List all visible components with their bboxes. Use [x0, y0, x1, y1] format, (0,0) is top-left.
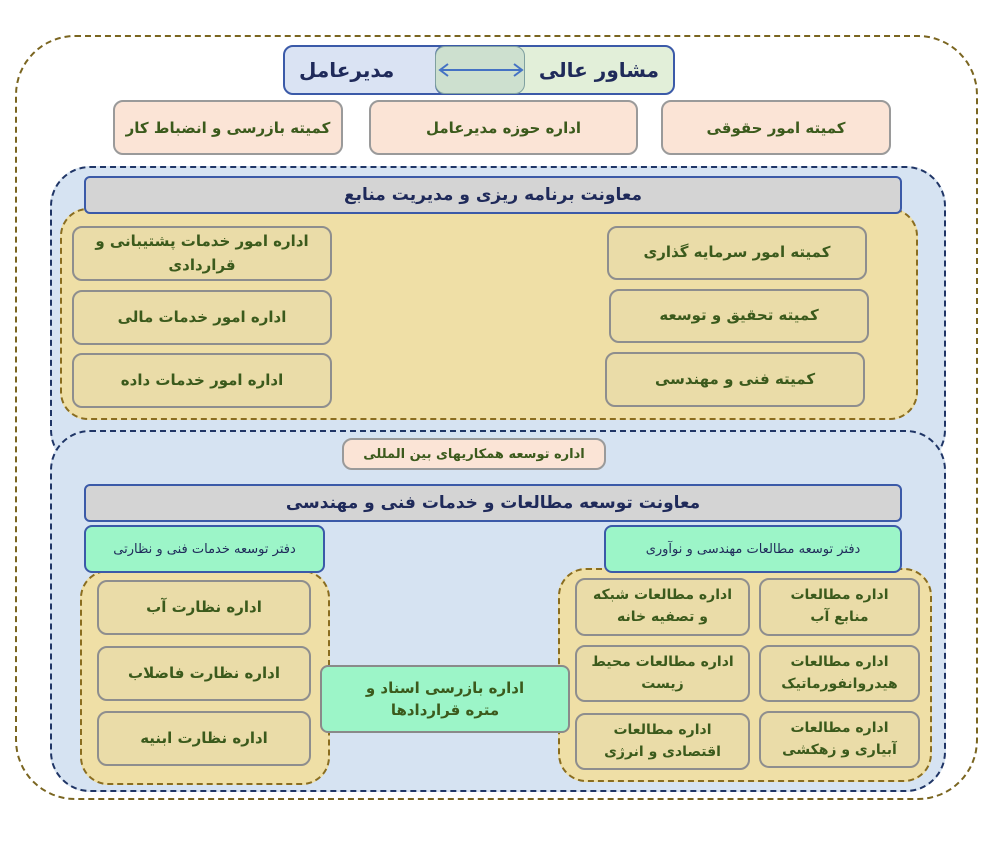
international-office: اداره توسعه همکاریهای بین المللی: [342, 438, 606, 470]
outer-boundary: [15, 35, 978, 800]
left-office: دفتر توسعه خدمات فنی و نظارتی: [84, 525, 325, 573]
planning-right-1: کمیته امور سرمایه گذاری: [607, 226, 867, 280]
advisor-label: مشاور عالی: [538, 58, 659, 82]
studies-right-2: اداره مطالعات هیدروانفورماتیک: [759, 645, 920, 702]
planning-left-2: اداره امور خدمات مالی: [72, 290, 332, 345]
planning-left-1: اداره امور خدمات پشتیبانی و قراردادی: [72, 226, 332, 281]
committee-inspection: کمیته بازرسی و انضباط کار: [113, 100, 343, 155]
studies-right-3: اداره مطالعات آبیاری و زهکشی: [759, 711, 920, 768]
supervision-3: اداره نظارت ابنیه: [97, 711, 311, 766]
supervision-2: اداره نظارت فاضلاب: [97, 646, 311, 701]
supervision-1: اداره نظارت آب: [97, 580, 311, 635]
studies-right-1: اداره مطالعات منابع آب: [759, 578, 920, 636]
overlap-region: [435, 46, 525, 94]
double-arrow-icon: [438, 63, 524, 77]
ceo-label: مدیرعامل: [299, 58, 395, 82]
planning-right-2: کمیته تحقیق و توسعه: [609, 289, 869, 343]
studies-left-1: اداره مطالعات شبکه و تصفیه خانه: [575, 578, 750, 636]
planning-title: معاونت برنامه ریزی و مدیریت منابع: [84, 176, 902, 214]
planning-right-3: کمیته فنی و مهندسی: [605, 352, 865, 407]
committee-legal: کمیته امور حقوقی: [661, 100, 891, 155]
studies-left-3: اداره مطالعات اقتصادی و انرژی: [575, 713, 750, 770]
studies-left-2: اداره مطالعات محیط زیست: [575, 645, 750, 702]
engineering-title: معاونت توسعه مطالعات و خدمات فنی و مهندس…: [84, 484, 902, 522]
right-office: دفتر توسعه مطالعات مهندسی و نوآوری: [604, 525, 902, 573]
contracts-inspection: اداره بازرسی اسناد و متره قراردادها: [320, 665, 570, 733]
planning-left-3: اداره امور خدمات داده: [72, 353, 332, 408]
ceo-office: اداره حوزه مدیرعامل: [369, 100, 638, 155]
